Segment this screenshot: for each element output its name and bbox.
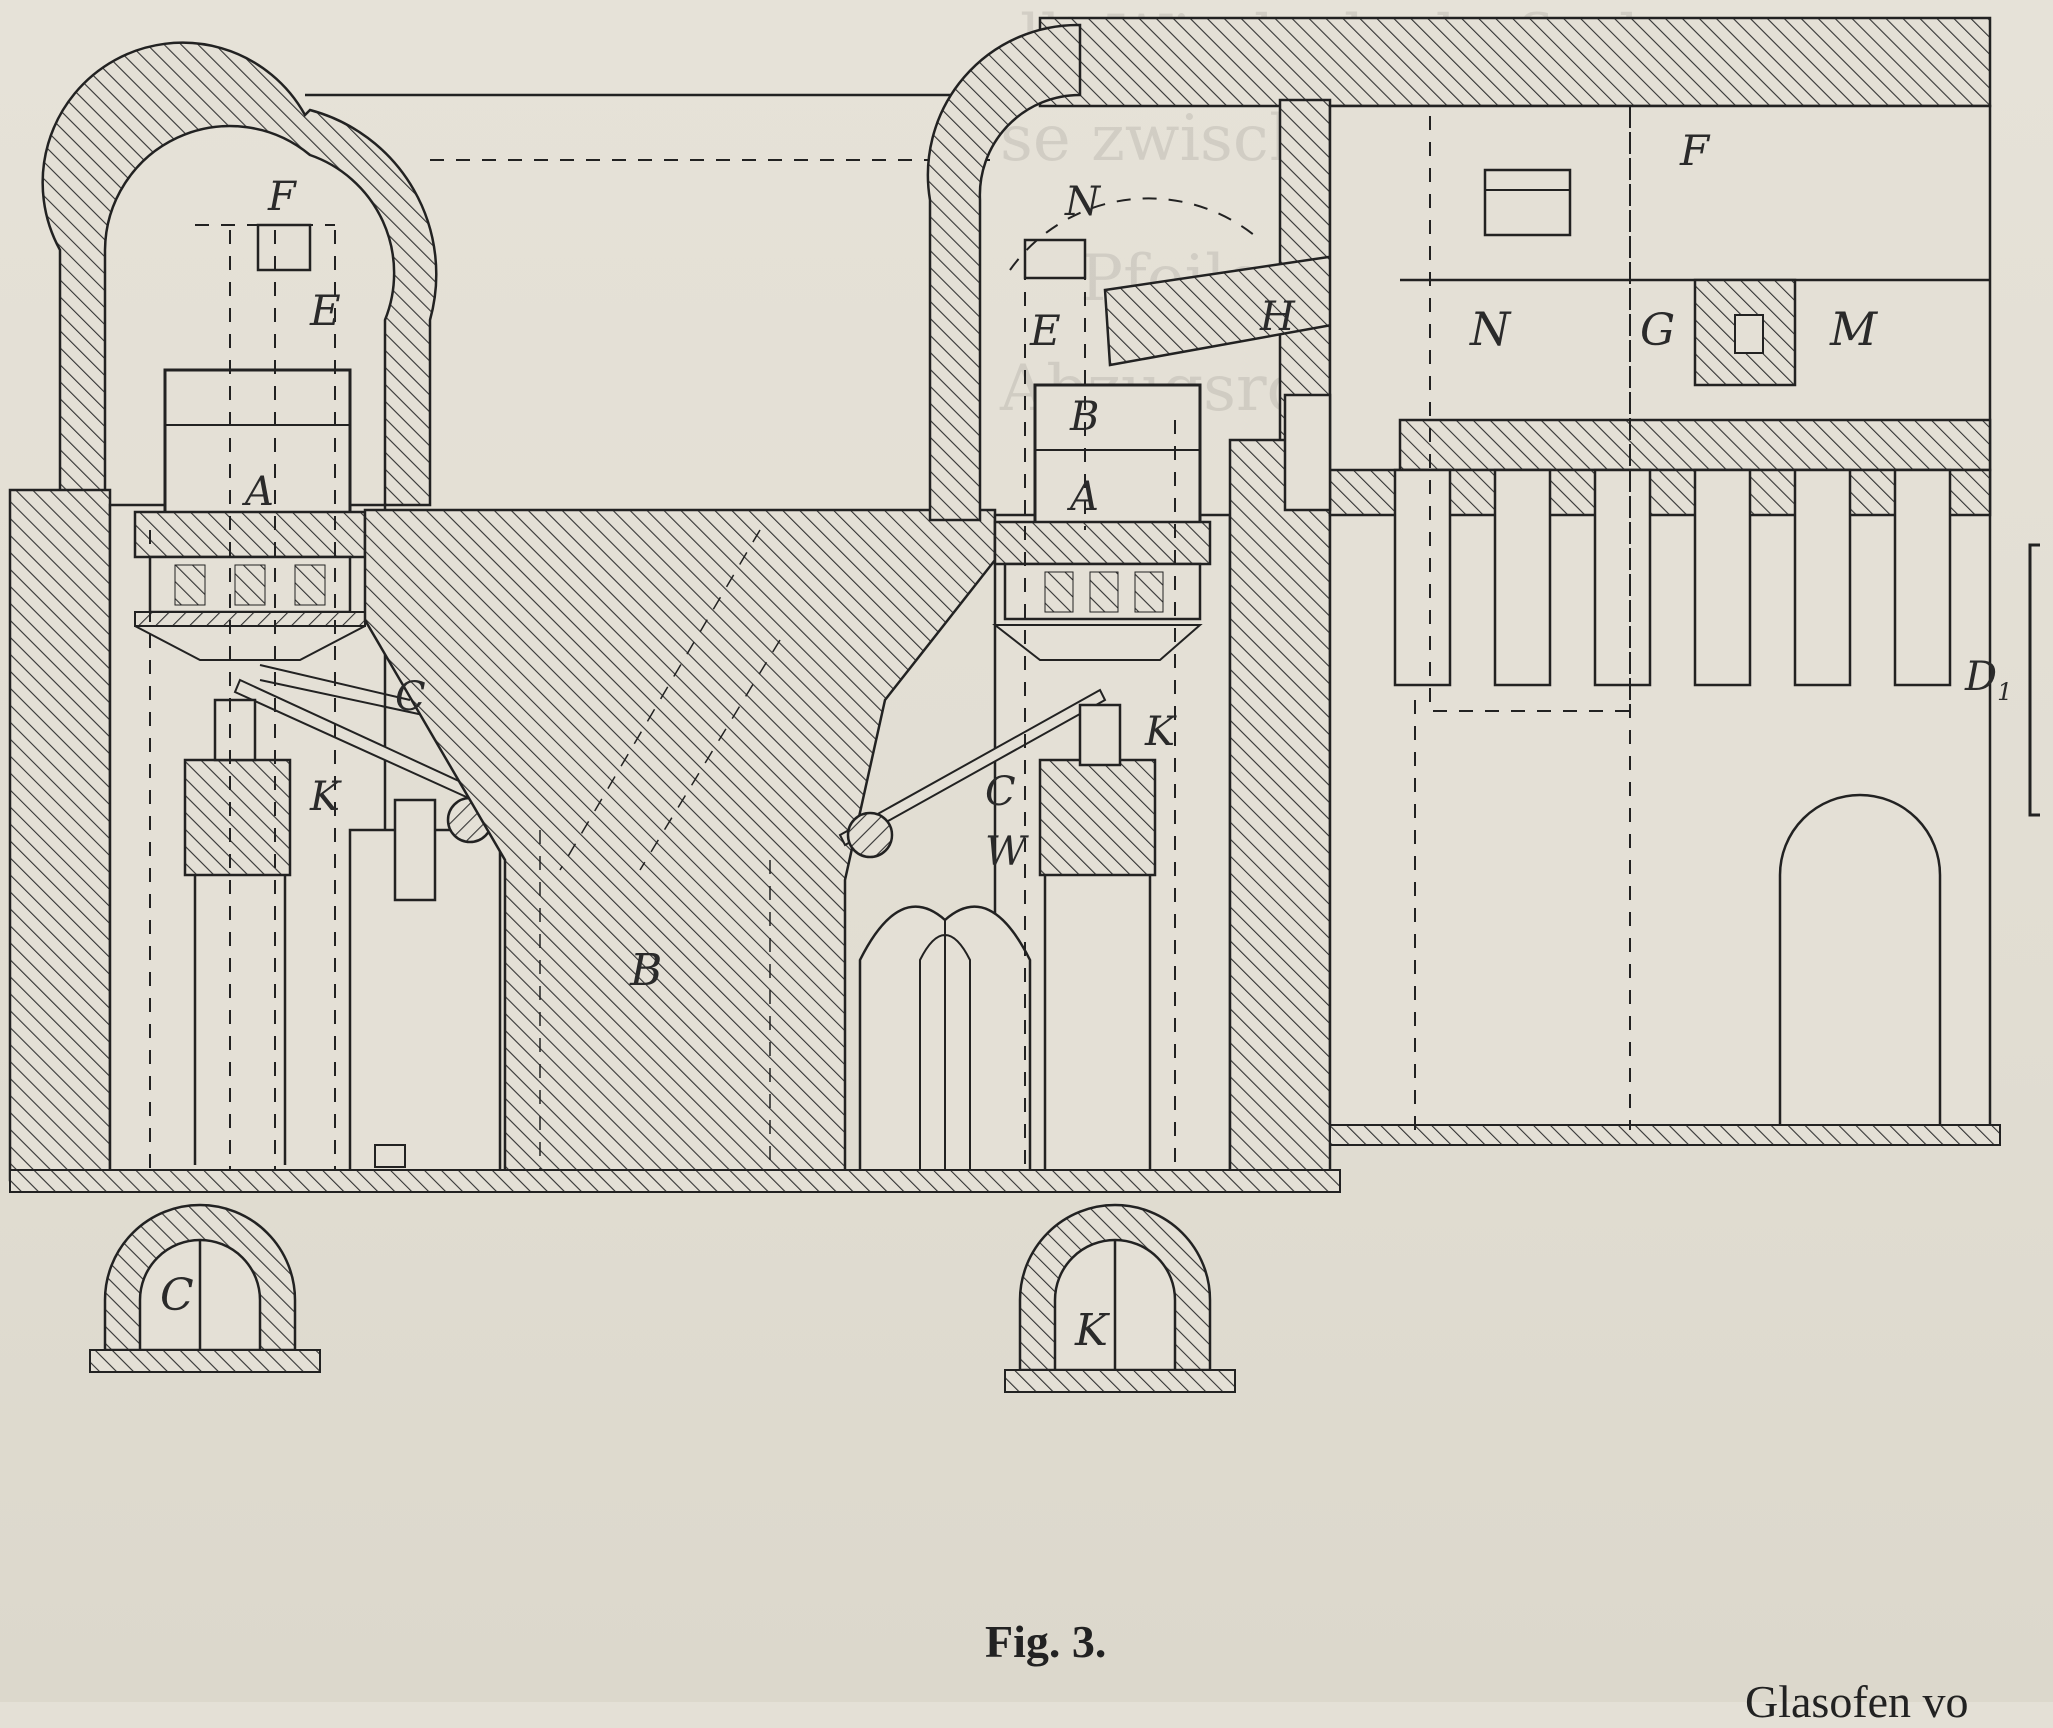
label-E-right: E: [1029, 306, 1061, 355]
label-B-right: B: [1069, 394, 1099, 440]
left-pedestal: [183, 758, 292, 877]
annex-floor-slab: [1398, 418, 1992, 472]
bottom-arch-right: [1004, 1203, 1236, 1393]
label-F-right: F: [1679, 126, 1711, 175]
left-chamber: [8, 41, 502, 1182]
label-G-right: G: [1640, 305, 1675, 356]
label-K-bottom: K: [1074, 1305, 1110, 1356]
label-A-left: A: [241, 469, 274, 515]
right-annex: [1283, 104, 2040, 1146]
label-C-right: C: [985, 769, 1016, 815]
label-N-top: N: [1064, 179, 1102, 225]
right-block-N: [1023, 238, 1087, 280]
label-M-right: M: [1829, 302, 1879, 356]
left-pot: [163, 368, 352, 517]
label-C-left: C: [395, 674, 426, 720]
annex-doorway: [1778, 793, 1942, 1130]
label-E-left: E: [309, 286, 341, 335]
right-outer-wall: [1228, 438, 1332, 1177]
label-F-left: F: [267, 174, 297, 220]
label-B-center: B: [629, 945, 662, 996]
label-A-right: A: [1066, 474, 1099, 520]
ground-floor: [9, 1169, 1341, 1193]
right-pot: [1033, 383, 1202, 527]
left-dome-wall: [41, 41, 438, 507]
bottom-arch-left: [89, 1203, 321, 1373]
top-roof-beam: [1038, 16, 1992, 108]
label-D1: D1: [1964, 654, 2012, 706]
label-K-right: K: [1144, 709, 1177, 755]
right-dome-wall: [926, 23, 1082, 522]
left-block-F: [256, 223, 312, 272]
label-N-right: N: [1469, 302, 1512, 356]
figure-caption: Fig. 3.: [985, 1616, 1107, 1667]
diagram-labels: F E A C K B N E B A C W K H F N G M D1 C…: [160, 126, 2012, 1356]
left-outer-wall: [8, 488, 112, 1182]
label-K-left: K: [309, 774, 342, 820]
annex-block-F: [1483, 168, 1572, 237]
label-W-right: W: [985, 829, 1029, 875]
label-H-flue: H: [1259, 294, 1296, 340]
left-bench: [133, 510, 367, 559]
label-C-bottom: C: [160, 1270, 194, 1321]
right-chamber: [838, 23, 1332, 1177]
label-D1-subscript: 1: [1997, 678, 2012, 706]
